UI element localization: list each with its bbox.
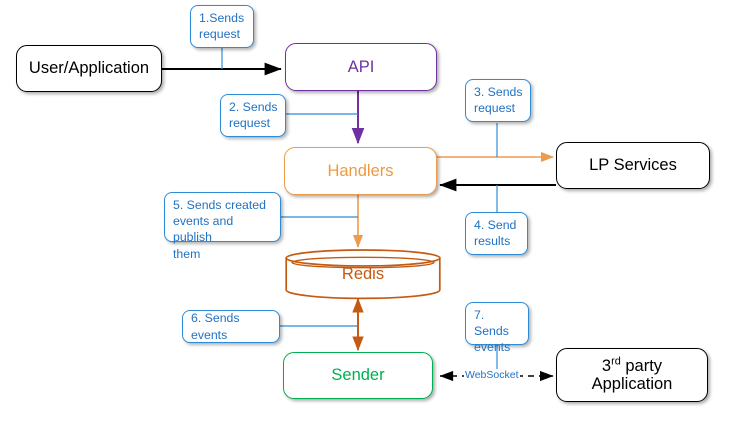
callout-2-sends-request[interactable]: 2. Sends request — [220, 94, 286, 137]
redis-cylinder-shape — [285, 249, 441, 300]
node-redis[interactable]: Redis — [285, 249, 441, 300]
node-api-label: API — [347, 57, 375, 76]
node-lp-services-label: LP Services — [589, 156, 677, 175]
callout-5-sends-created-events[interactable]: 5. Sends created events and publish them — [164, 192, 281, 261]
node-third-party-line1: 3rd party — [601, 355, 663, 375]
callout-6-sends-events[interactable]: 6. Sends events — [182, 310, 280, 343]
node-lp-services[interactable]: LP Services — [556, 142, 710, 189]
node-api[interactable]: API — [285, 43, 437, 91]
node-user-application-label: User/Application — [28, 59, 150, 78]
callout-7-sends-events[interactable]: 7. Sends events — [465, 302, 529, 354]
node-handlers[interactable]: Handlers — [284, 147, 437, 195]
node-sender-label: Sender — [331, 366, 385, 385]
edge-label-websocket: WebSocket — [464, 369, 520, 381]
node-third-party-line2: Application — [591, 375, 673, 393]
callout-4-send-results[interactable]: 4. Send results — [465, 212, 528, 255]
node-sender[interactable]: Sender — [283, 352, 433, 399]
callout-3-sends-request[interactable]: 3. Sends request — [465, 79, 531, 122]
node-third-party-application[interactable]: 3rd party Application — [556, 348, 708, 402]
third-party-word: party — [620, 356, 663, 375]
node-user-application[interactable]: User/Application — [16, 45, 162, 92]
node-handlers-label: Handlers — [327, 161, 394, 180]
callout-1-sends-request[interactable]: 1.Sends request — [190, 5, 254, 48]
third-party-ordinal-suffix: rd — [611, 355, 621, 368]
third-party-ordinal: 3 — [601, 356, 612, 375]
